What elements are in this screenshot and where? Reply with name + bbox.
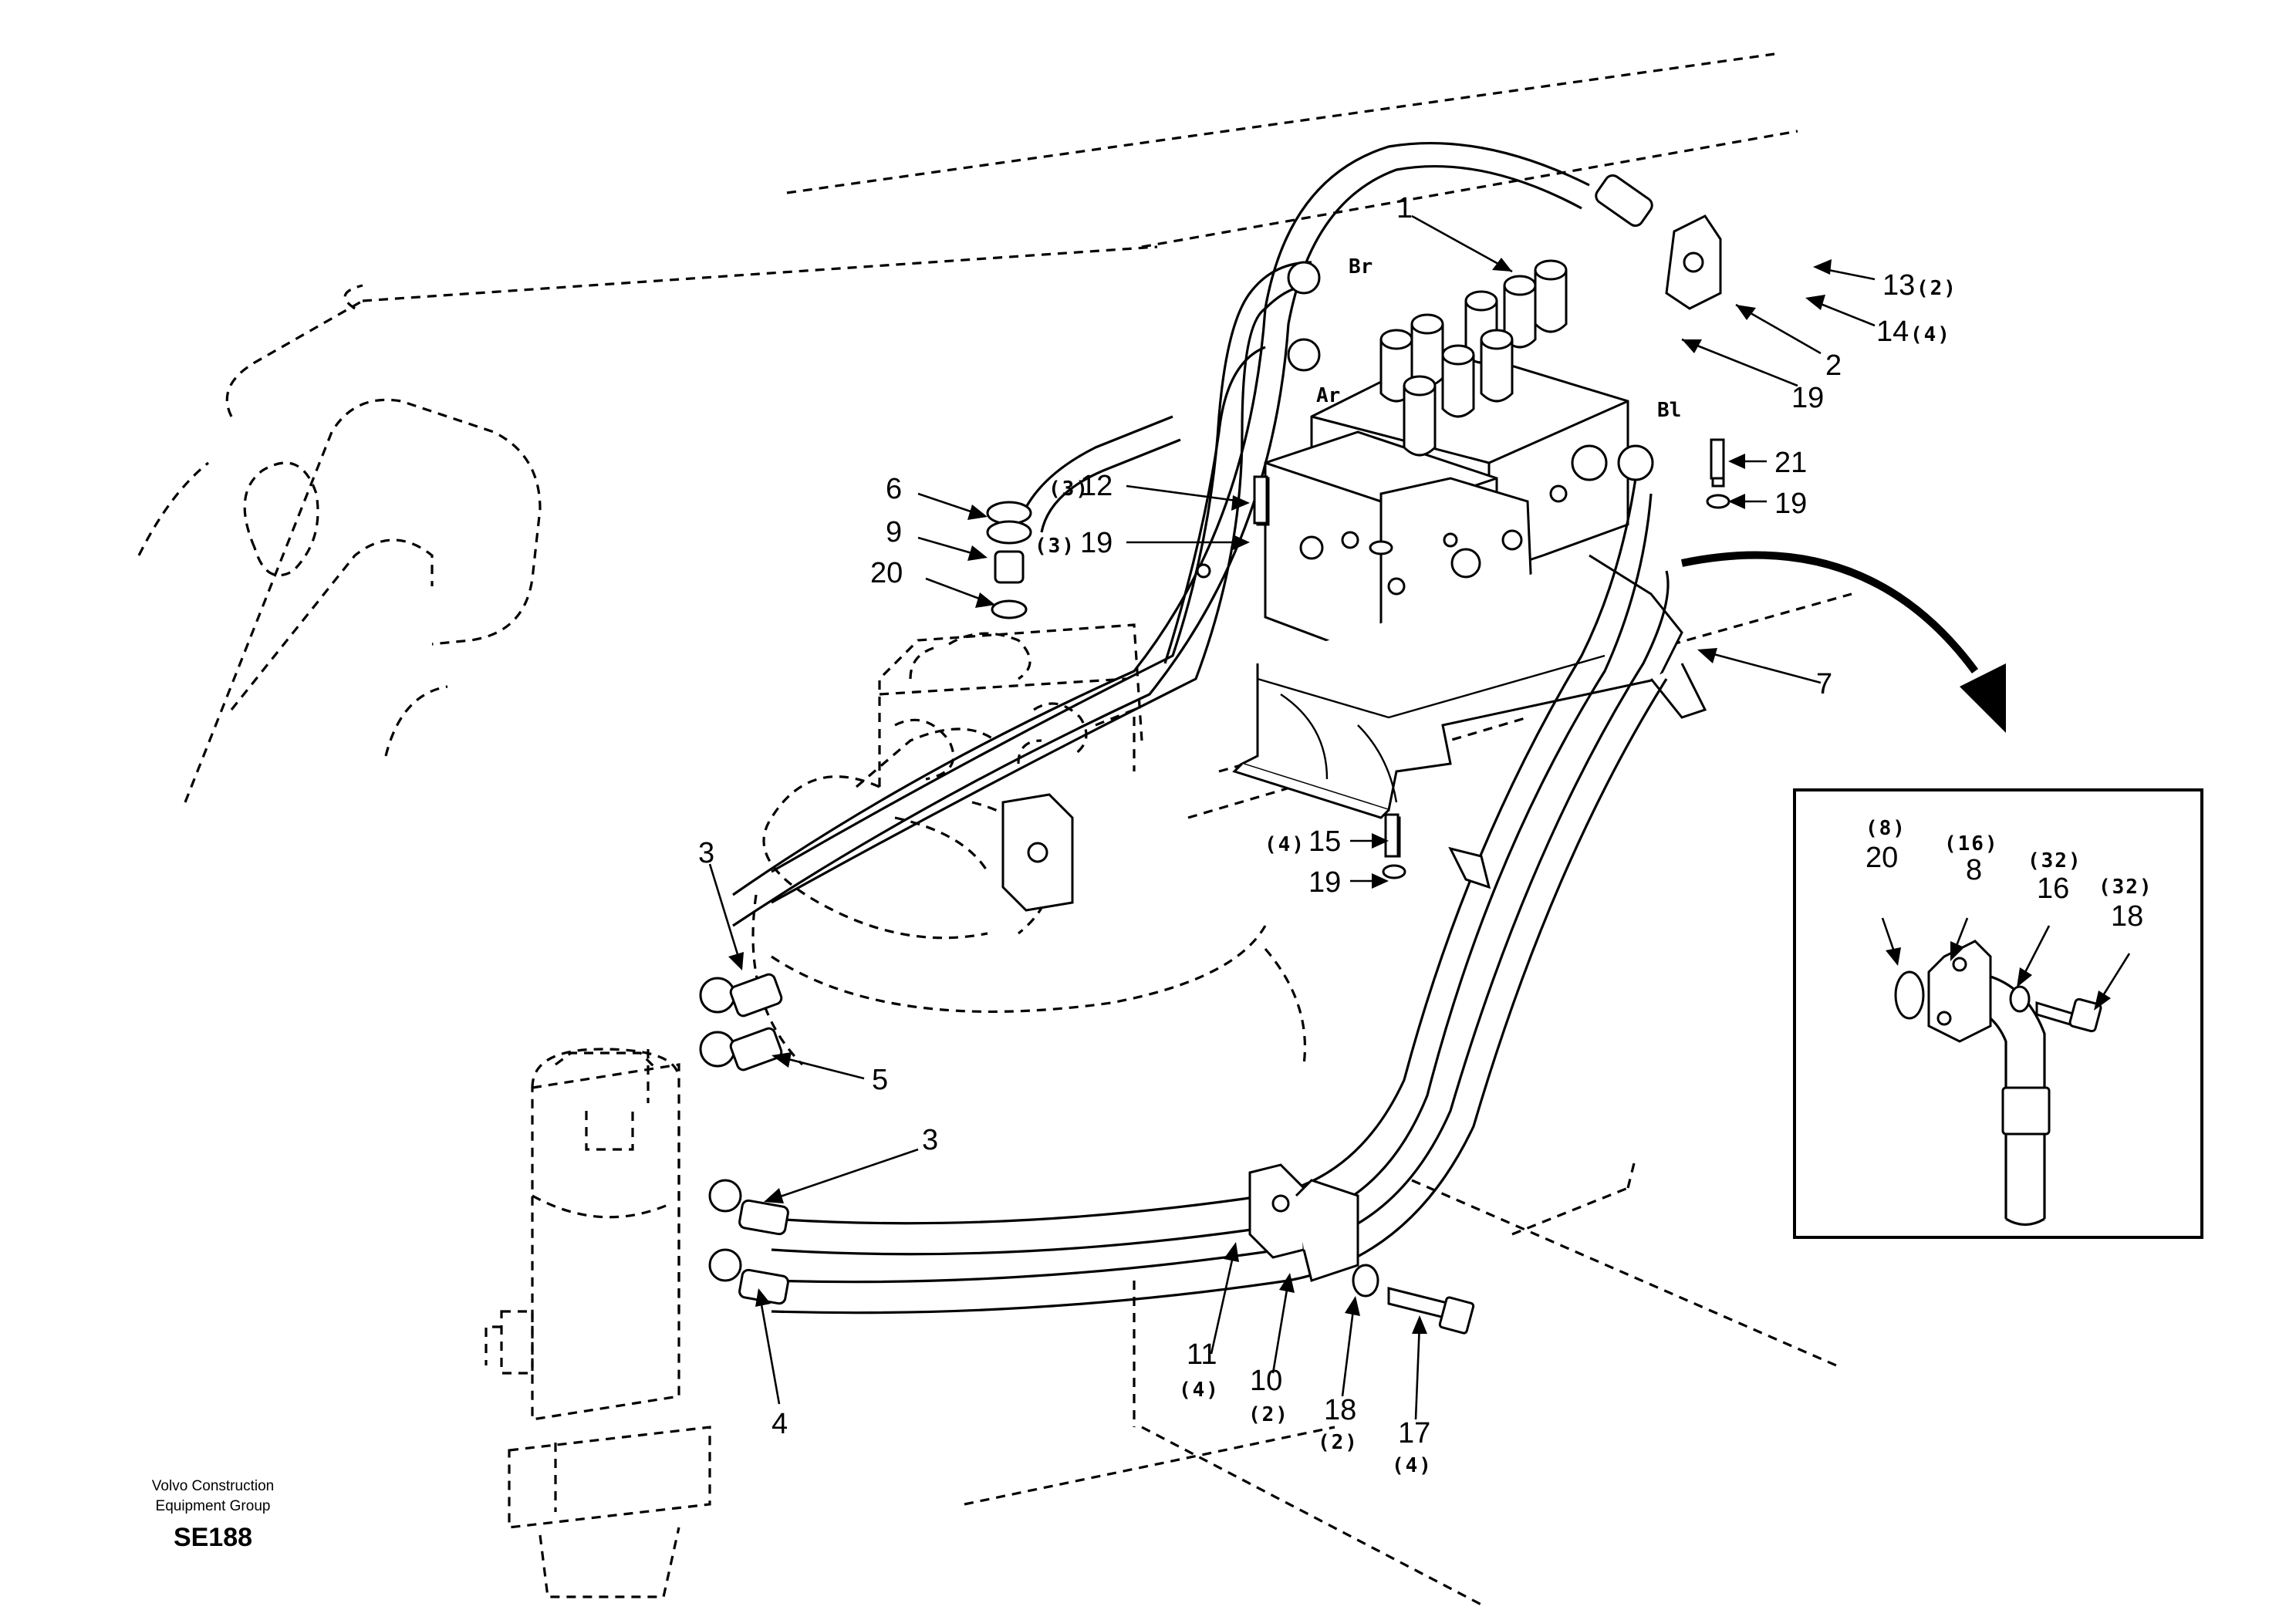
- hose-clamp-upper: [1001, 793, 1074, 912]
- frame-outline: [137, 52, 1852, 1606]
- callout-19a-qty: (3): [1035, 535, 1075, 558]
- callout-5: 5: [872, 1064, 888, 1096]
- callout-1: 1: [1396, 192, 1413, 224]
- inset-callout-8-qty: (16): [1944, 832, 1999, 856]
- footer-company-line1: Volvo Construction: [152, 1478, 274, 1494]
- callout-22: 21: [1774, 447, 1807, 479]
- hoses: [732, 141, 1670, 1315]
- footer-drawing-code: SE188: [174, 1523, 252, 1552]
- callouts: 1 2 3 3 4 5 6 7 9 20 12 (3) 19 (3) 13 (2…: [698, 192, 1957, 1477]
- port-label-bl: Bl: [1657, 399, 1681, 422]
- callout-14-qty: (4): [1264, 833, 1305, 856]
- inset-callout-20: 20: [1866, 842, 1898, 874]
- hose-fittings: [699, 174, 1730, 1335]
- callout-18: 18: [1324, 1394, 1356, 1426]
- callout-21: 20: [870, 557, 903, 589]
- inset-callout-20-qty: (8): [1866, 817, 1906, 840]
- callout-3a: 3: [698, 837, 714, 869]
- callout-12-qty: (3): [1048, 478, 1089, 501]
- port-label-br: Br: [1349, 255, 1373, 278]
- solenoid-group: [1379, 259, 1568, 457]
- callout-12: 12: [1080, 470, 1113, 502]
- callout-9: 9: [886, 516, 902, 548]
- inset-callout-16: 16: [2037, 872, 2069, 905]
- callout-17-qty: (4): [1910, 323, 1951, 346]
- callout-7: 7: [1816, 668, 1832, 700]
- callout-19a: 19: [1080, 527, 1113, 559]
- callout-3b: 3: [922, 1124, 938, 1156]
- leader-lines: [708, 214, 1876, 1420]
- callout-18-qty: (2): [1318, 1431, 1359, 1454]
- callout-10-qty: (2): [1248, 1403, 1289, 1426]
- valve-bracket: [1232, 554, 1707, 819]
- inset-callout-18-qty: (32): [2098, 876, 2153, 899]
- inset-callout-16-qty: (32): [2028, 849, 2082, 872]
- callout-2: 2: [1825, 349, 1842, 382]
- callout-11: 11: [1187, 1338, 1217, 1371]
- inset-callout-8: 8: [1966, 854, 1982, 886]
- inset-pointer-arrow: [1680, 551, 2006, 733]
- inset-detail: (8) 20 (16) 8 (32) 16 (32) 18: [1793, 788, 2203, 1239]
- callout-11-qty: (4): [1179, 1379, 1220, 1402]
- callout-17: 14: [1876, 316, 1909, 348]
- callout-10: 10: [1250, 1365, 1282, 1397]
- callout-4: 4: [772, 1408, 788, 1440]
- callout-15: 13: [1882, 269, 1915, 302]
- callout-13: 17: [1398, 1417, 1430, 1450]
- footer-company-line2: Equipment Group: [156, 1498, 271, 1514]
- callout-19b: 19: [1774, 488, 1807, 520]
- callout-6: 6: [886, 473, 902, 505]
- inset-callout-18: 18: [2111, 900, 2143, 933]
- port-label-ar: Ar: [1316, 384, 1340, 407]
- footer: Volvo Construction Equipment Group SE188: [152, 1478, 274, 1552]
- callout-14: 15: [1308, 825, 1341, 858]
- callout-13-qty: (4): [1392, 1454, 1433, 1477]
- callout-19c: 19: [1308, 866, 1341, 899]
- callout-15-qty: (2): [1916, 277, 1957, 300]
- hose-clamp-lower: [1248, 1163, 1359, 1282]
- center-joint-outline: [485, 1048, 711, 1598]
- callout-20: 19: [1791, 382, 1824, 414]
